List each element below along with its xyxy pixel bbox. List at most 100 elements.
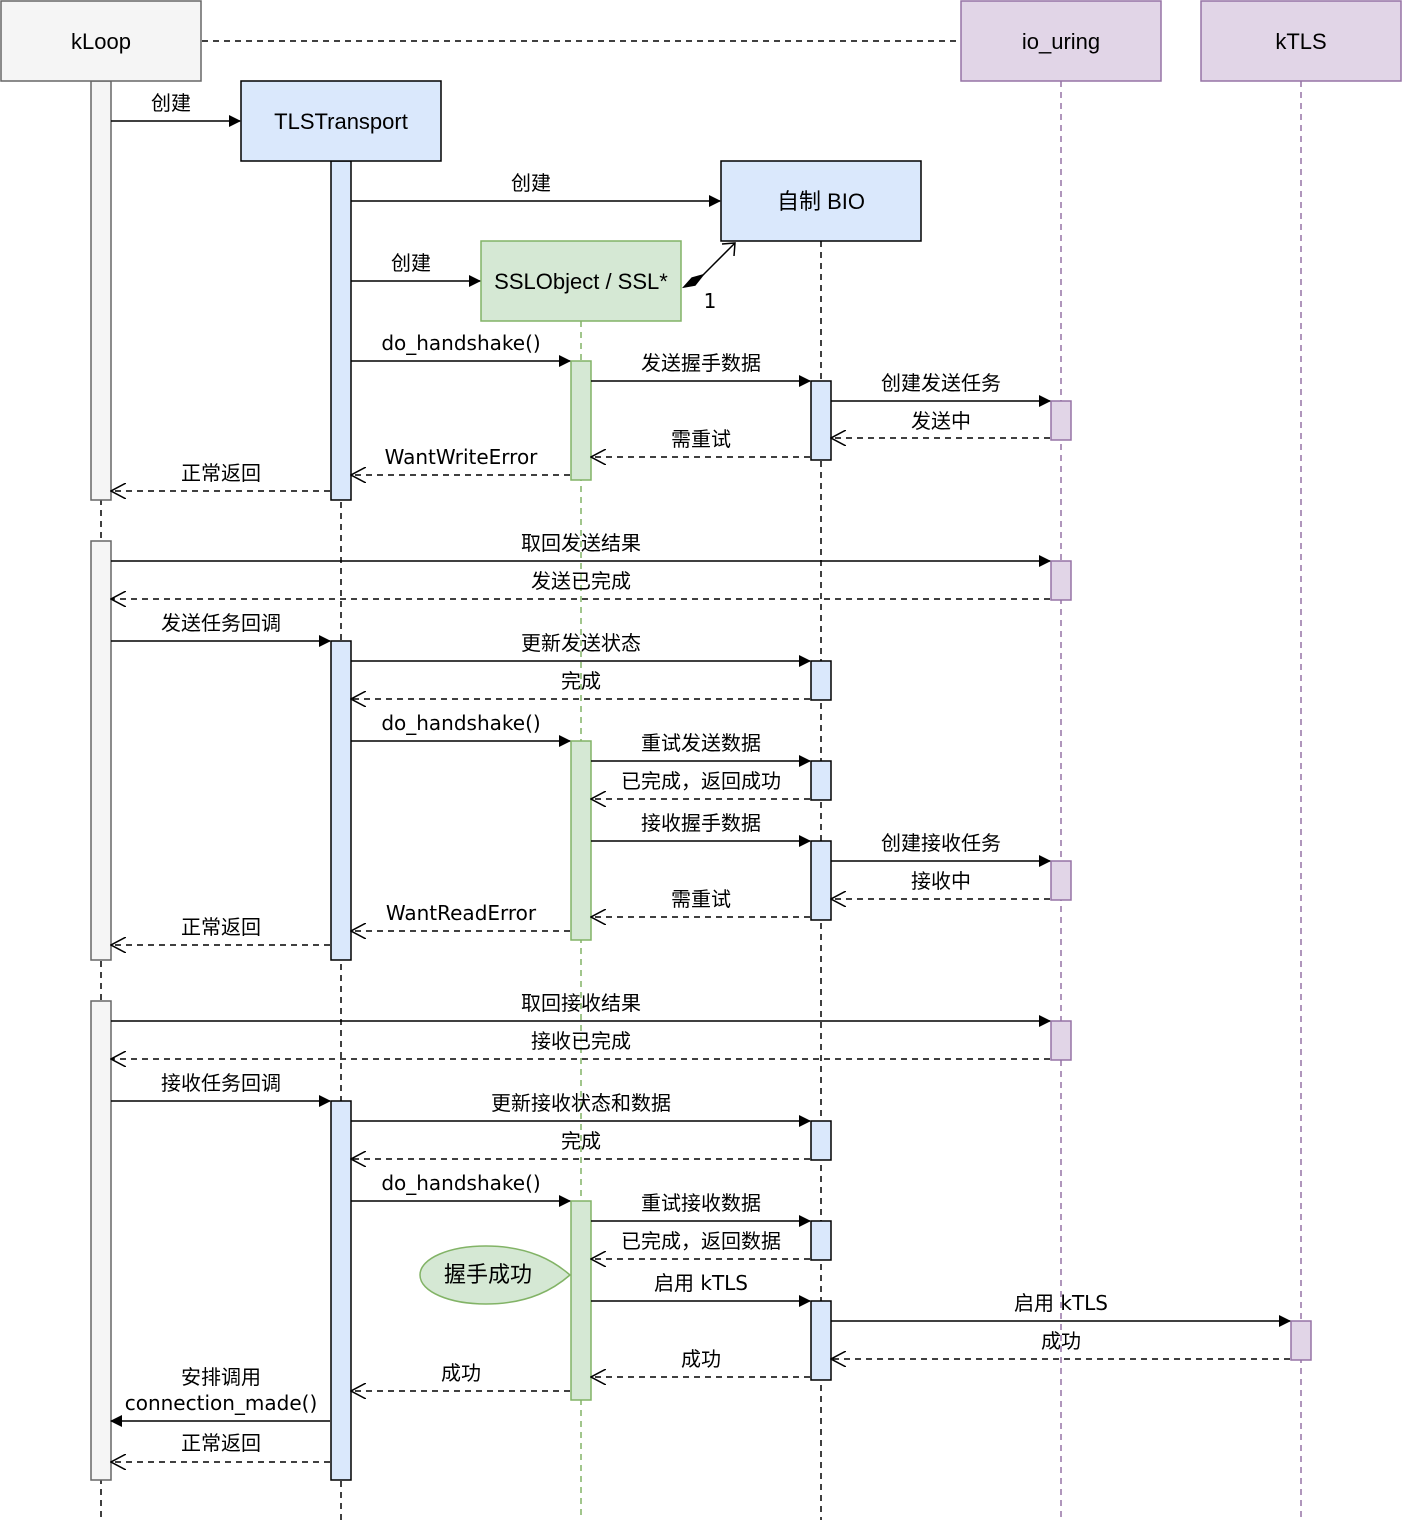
message-label: 接收任务回调 — [161, 1071, 281, 1095]
activation-bar-uring — [1050, 1020, 1072, 1061]
message-label: do_handshake() — [381, 331, 540, 355]
message-3: do_handshake() — [351, 331, 571, 367]
message-label: 接收握手数据 — [641, 811, 761, 835]
message-label: 启用 kTLS — [654, 1271, 748, 1295]
ssl-bio-composition: 1 — [681, 242, 736, 313]
message-23: 正常返回 — [111, 915, 330, 945]
activation-bar-bio — [810, 840, 832, 921]
message-label: do_handshake() — [381, 711, 540, 735]
participant-kloop: kLoop — [0, 0, 202, 82]
message-label: 创建发送任务 — [881, 371, 1001, 395]
message-label: connection_made() — [125, 1391, 318, 1415]
message-33: 启用 kTLS — [831, 1291, 1291, 1327]
message-7: 需重试 — [591, 427, 810, 457]
message-label: 完成 — [561, 1129, 601, 1153]
message-20: 接收中 — [831, 869, 1050, 899]
message-38: connection_made() — [125, 1391, 318, 1415]
message-label: 启用 kTLS — [1014, 1291, 1108, 1315]
activation-bar-ssl — [570, 1200, 592, 1401]
message-4: 发送握手数据 — [591, 351, 811, 387]
activation-bar-tls — [330, 1100, 352, 1481]
message-30: 重试接收数据 — [591, 1191, 811, 1227]
message-label: 重试接收数据 — [641, 1191, 761, 1215]
message-29: do_handshake() — [351, 1171, 571, 1207]
message-10: 取回发送结果 — [111, 531, 1051, 567]
message-9: 正常返回 — [111, 461, 330, 491]
activation-bar-bio — [810, 380, 832, 461]
message-26: 接收任务回调 — [111, 1071, 331, 1107]
activation-bar-tls — [330, 640, 352, 961]
message-28: 完成 — [351, 1129, 810, 1159]
activation-bar-uring — [1050, 860, 1072, 901]
message-12: 发送任务回调 — [111, 611, 331, 647]
participant-label-tls: TLSTransport — [274, 109, 408, 134]
message-21: 需重试 — [591, 887, 810, 917]
message-18: 接收握手数据 — [591, 811, 811, 847]
activation-bar-ktls — [1290, 1320, 1312, 1361]
message-22: WantReadError — [351, 901, 570, 931]
message-27: 更新接收状态和数据 — [351, 1091, 811, 1127]
message-label: 需重试 — [671, 887, 731, 911]
activation-bar-kloop — [90, 540, 112, 961]
activation-bar-bio — [810, 660, 832, 701]
message-label: 接收中 — [911, 869, 971, 893]
message-31: 已完成，返回数据 — [591, 1229, 810, 1259]
activation-bar-bio — [810, 1220, 832, 1261]
activation-bar-bio — [810, 1120, 832, 1161]
message-label: 成功 — [441, 1361, 481, 1385]
participant-label-kloop: kLoop — [71, 29, 131, 54]
message-label: 创建 — [511, 171, 551, 195]
message-label: 创建 — [391, 251, 431, 275]
handshake-success-note: 握手成功 — [419, 1245, 572, 1305]
activation-bars — [90, 80, 1312, 1481]
composition-diamond-icon — [681, 273, 706, 289]
participant-label-ssl: SSLObject / SSL* — [494, 269, 668, 294]
participant-ssl: SSLObject / SSL* — [480, 240, 682, 322]
message-label: 正常返回 — [181, 915, 261, 939]
participant-label-ktls: kTLS — [1275, 29, 1326, 54]
message-label: 更新接收状态和数据 — [491, 1091, 671, 1115]
message-15: do_handshake() — [351, 711, 571, 747]
message-32: 启用 kTLS — [591, 1271, 811, 1307]
message-39: 正常返回 — [111, 1431, 330, 1462]
message-13: 更新发送状态 — [351, 631, 811, 667]
message-25: 接收已完成 — [111, 1029, 1050, 1059]
message-37: 安排调用 — [110, 1365, 330, 1427]
activation-bar-tls — [330, 160, 352, 501]
message-label: 创建接收任务 — [881, 831, 1001, 855]
message-36: 成功 — [351, 1361, 570, 1391]
message-14: 完成 — [351, 669, 810, 699]
message-24: 取回接收结果 — [111, 991, 1051, 1027]
message-label: 完成 — [561, 669, 601, 693]
message-35: 成功 — [591, 1347, 810, 1377]
message-label: 安排调用 — [181, 1365, 261, 1389]
message-label: 发送已完成 — [531, 569, 631, 593]
message-label: WantReadError — [386, 901, 537, 925]
message-label: 更新发送状态 — [521, 631, 641, 655]
participant-tls: TLSTransport — [240, 80, 442, 162]
message-label: 成功 — [1041, 1329, 1081, 1353]
participant-label-bio: 自制 BIO — [777, 189, 865, 214]
participant-bio: 自制 BIO — [720, 160, 922, 242]
message-label: 已完成，返回成功 — [621, 769, 781, 793]
message-label: 发送中 — [911, 409, 971, 433]
message-label: 创建 — [151, 91, 191, 115]
message-label: 取回发送结果 — [521, 531, 641, 555]
message-label: 已完成，返回数据 — [621, 1229, 781, 1253]
activation-bar-bio — [810, 1300, 832, 1381]
message-5: 创建发送任务 — [831, 371, 1051, 407]
message-label: 重试发送数据 — [641, 731, 761, 755]
lifelines — [100, 81, 1302, 1520]
message-11: 发送已完成 — [111, 569, 1050, 599]
message-label: 发送任务回调 — [161, 611, 281, 635]
message-label: 正常返回 — [181, 461, 261, 485]
multiplicity-label: 1 — [704, 289, 717, 313]
participant-uring: io_uring — [960, 0, 1162, 82]
message-17: 已完成，返回成功 — [591, 769, 810, 799]
message-1: 创建 — [351, 171, 721, 207]
message-34: 成功 — [831, 1329, 1290, 1359]
message-label: 取回接收结果 — [521, 991, 641, 1015]
message-19: 创建接收任务 — [831, 831, 1051, 867]
message-label: do_handshake() — [381, 1171, 540, 1195]
